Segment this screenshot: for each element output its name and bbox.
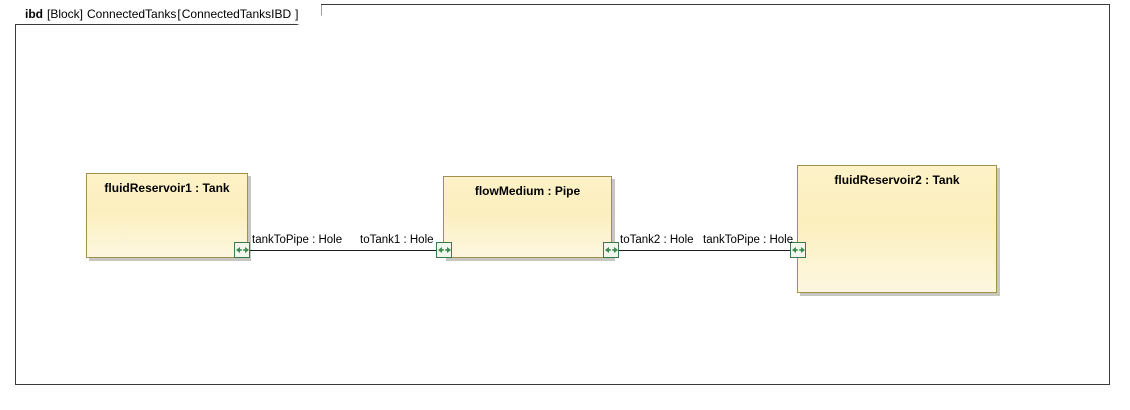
- part-name-flowMedium: flowMedium : Pipe: [474, 184, 581, 198]
- diagram-close-bracket: ]: [295, 7, 299, 21]
- port-label-tankToPipe2: tankToPipe : Hole: [703, 234, 794, 246]
- connector-toTank2-tankToPipe2[interactable]: [610, 250, 799, 251]
- port-label-tankToPipe1: tankToPipe : Hole: [252, 234, 343, 246]
- proxy-port-bidirectional-icon: [437, 247, 451, 253]
- proxy-port-bidirectional-icon: [791, 247, 805, 253]
- part-fluidReservoir2[interactable]: fluidReservoir2 : Tank: [797, 165, 997, 293]
- proxy-port-bidirectional-icon: [604, 247, 618, 253]
- diagram-header-tab: ibd [Block] ConnectedTanks [ ConnectedTa…: [15, 4, 322, 25]
- port-toTank2[interactable]: [603, 242, 619, 258]
- diagram-open-bracket: [: [177, 7, 181, 21]
- port-label-toTank2: toTank2 : Hole: [620, 234, 694, 246]
- port-tankToPipe1[interactable]: [234, 242, 250, 258]
- diagram-kind-keyword: ibd: [25, 7, 43, 21]
- port-label-toTank1: toTank1 : Hole: [360, 234, 434, 246]
- diagram-stereotype: [Block]: [47, 7, 84, 21]
- diagram-block-name: ConnectedTanks: [87, 7, 177, 21]
- part-name-fluidReservoir1: fluidReservoir1 : Tank: [104, 181, 230, 195]
- part-name-fluidReservoir2: fluidReservoir2 : Tank: [834, 173, 960, 187]
- proxy-port-bidirectional-icon: [235, 247, 249, 253]
- part-flowMedium[interactable]: flowMedium : Pipe: [443, 176, 612, 258]
- port-toTank1[interactable]: [436, 242, 452, 258]
- diagram-name: ConnectedTanksIBD: [181, 7, 292, 21]
- part-fluidReservoir1[interactable]: fluidReservoir1 : Tank: [86, 173, 248, 258]
- connector-tankToPipe1-toTank1[interactable]: [248, 250, 445, 251]
- port-tankToPipe2[interactable]: [790, 242, 806, 258]
